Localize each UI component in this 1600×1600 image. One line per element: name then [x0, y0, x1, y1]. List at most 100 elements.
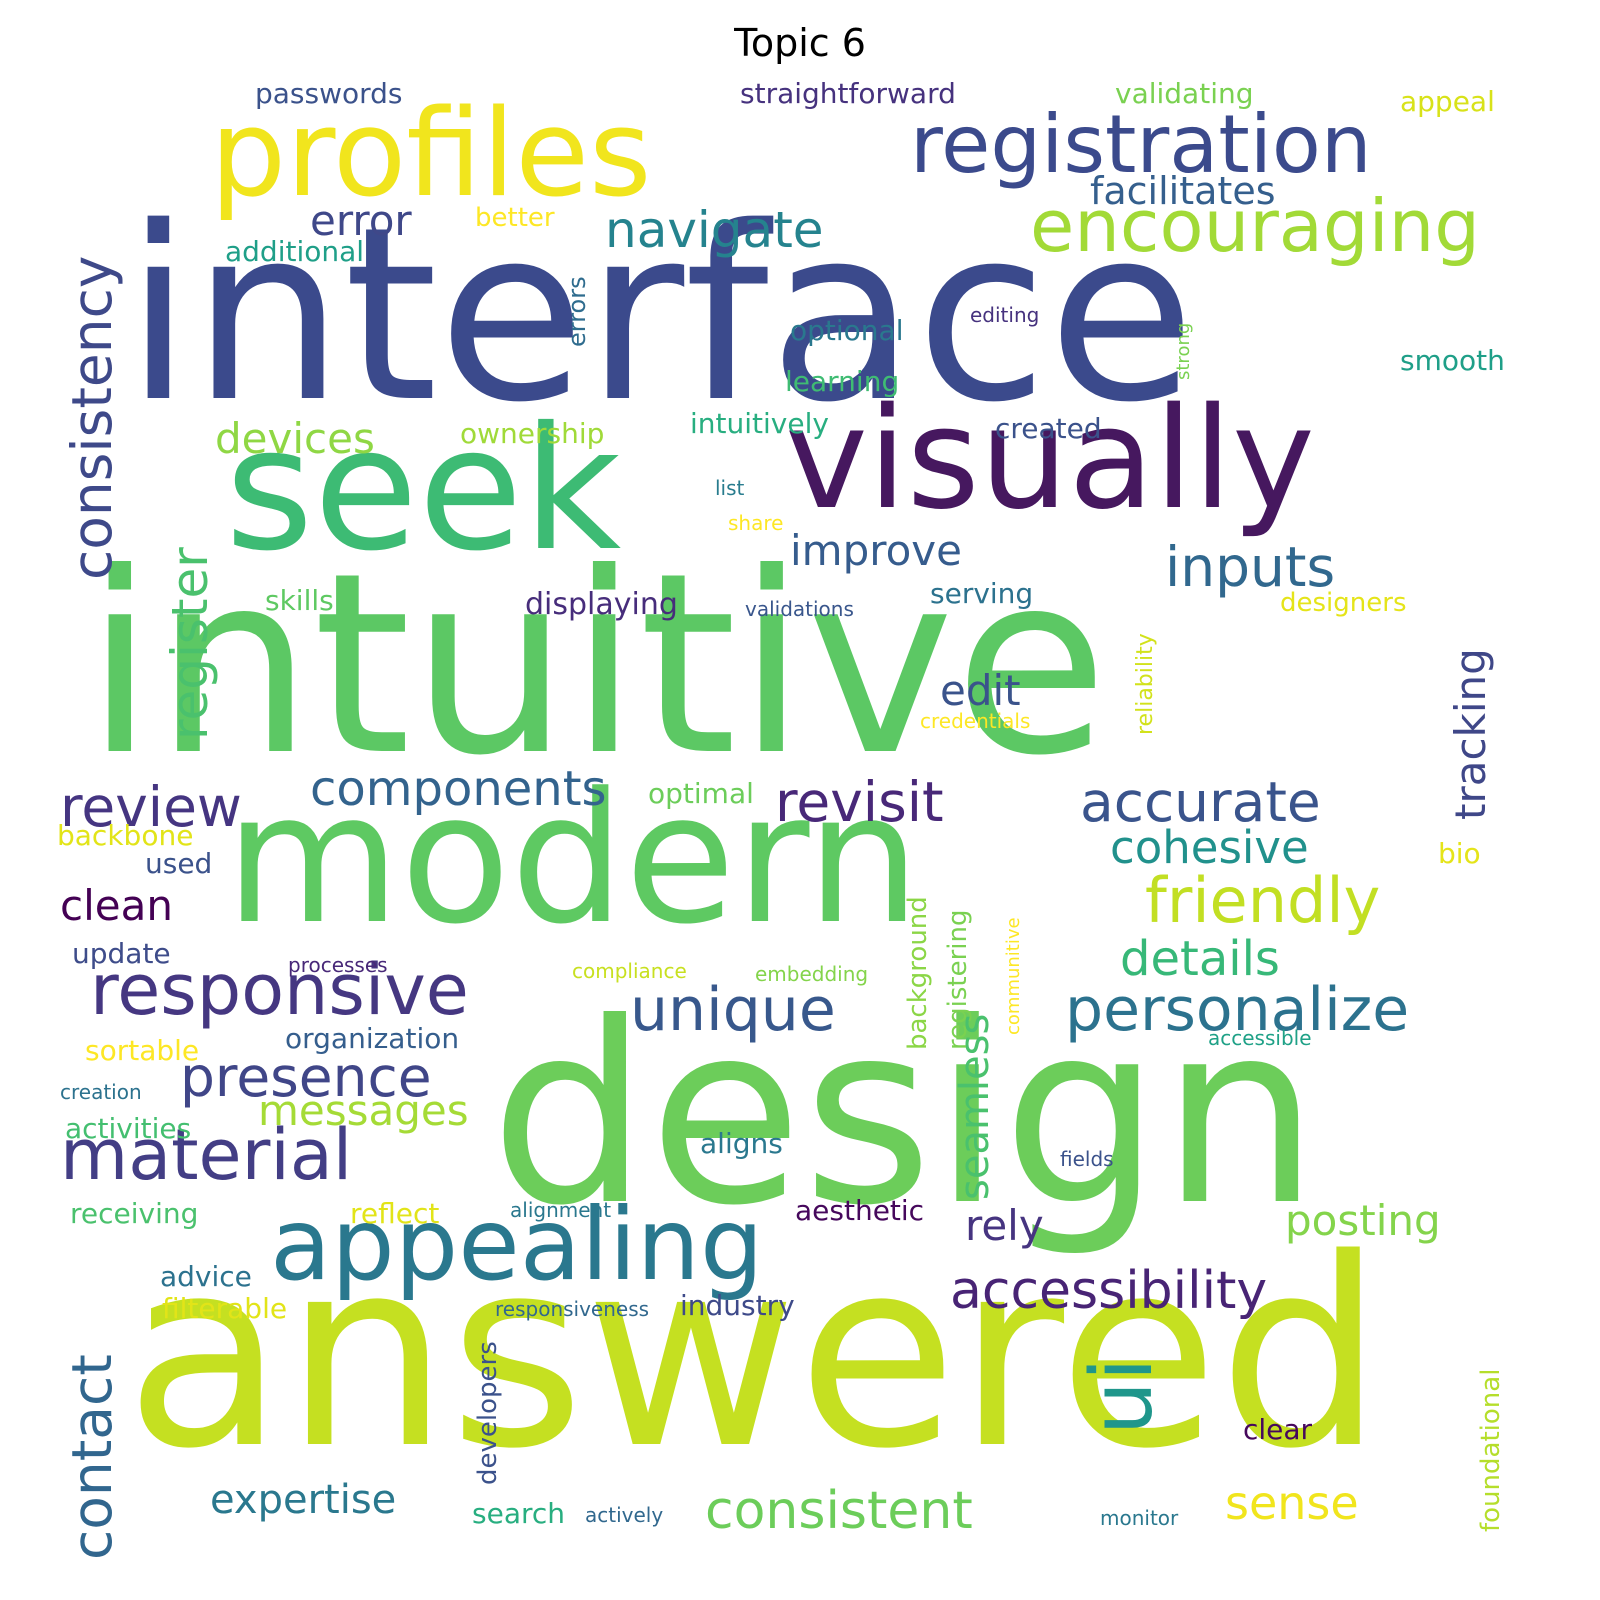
word-embedding: embedding: [755, 962, 869, 986]
word-responsiveness: responsiveness: [495, 1297, 650, 1321]
word-designers: designers: [1280, 588, 1407, 618]
word-appealing: appealing: [270, 1186, 764, 1303]
word-fields: fields: [1060, 1147, 1114, 1171]
word-monitor: monitor: [1100, 1506, 1179, 1530]
word-responsive: responsive: [90, 949, 469, 1031]
word-straightforward: straightforward: [740, 77, 956, 110]
word-aligns: aligns: [700, 1127, 783, 1160]
word-actively: actively: [585, 1503, 664, 1527]
word-organization: organization: [285, 1022, 460, 1055]
word-learning: learning: [785, 365, 900, 398]
word-compliance: compliance: [572, 959, 687, 983]
word-encouraging: encouraging: [1030, 184, 1480, 268]
word-expertise: expertise: [210, 1477, 397, 1523]
word-edit: edit: [940, 666, 1021, 715]
word-error: error: [310, 196, 412, 245]
word-clean: clean: [60, 881, 173, 930]
word-optimal: optimal: [648, 777, 754, 810]
word-processes: processes: [288, 953, 388, 977]
word-modern: modern: [225, 755, 921, 964]
word-better: better: [475, 203, 555, 233]
word-appeal: appeal: [1400, 85, 1495, 118]
word-components: components: [310, 761, 607, 817]
word-validating: validating: [1115, 77, 1254, 110]
word-review: review: [60, 775, 242, 839]
word-update: update: [72, 937, 171, 970]
word-serving: serving: [930, 577, 1034, 610]
word-bio: bio: [1438, 837, 1481, 870]
word-smooth: smooth: [1400, 344, 1505, 377]
word-validations: validations: [745, 597, 854, 621]
word-personalize: personalize: [1065, 975, 1410, 1045]
word-cohesive: cohesive: [1110, 821, 1309, 874]
word-accessibility: accessibility: [950, 1261, 1268, 1321]
word-visually: visually: [785, 378, 1315, 541]
word-design: design: [490, 969, 1320, 1260]
word-filterable: filterable: [162, 1292, 288, 1325]
word-accurate: accurate: [1080, 770, 1321, 834]
word-posting: posting: [1285, 1196, 1441, 1245]
word-consistent: consistent: [705, 1481, 973, 1541]
word-list: list: [715, 476, 745, 500]
word-clear: clear: [1243, 1413, 1313, 1446]
word-details: details: [1120, 931, 1280, 987]
word-skills: skills: [265, 584, 334, 617]
word-ownership: ownership: [460, 417, 605, 450]
word-profiles: profiles: [210, 85, 652, 224]
word-inputs: inputs: [1165, 535, 1336, 599]
word-material: material: [60, 1114, 353, 1196]
word-credentials: credentials: [920, 709, 1031, 733]
word-intuitive: intuitive: [85, 519, 1109, 810]
word-used: used: [145, 847, 213, 880]
word-unique: unique: [630, 975, 836, 1045]
word-editing: editing: [970, 303, 1040, 327]
word-friendly: friendly: [1145, 864, 1381, 937]
word-revisit: revisit: [775, 770, 944, 834]
word-intuitively: intuitively: [690, 407, 829, 440]
word-alignment: alignment: [510, 1198, 612, 1222]
word-presence: presence: [180, 1045, 432, 1109]
word-background: background: [903, 896, 933, 1050]
word-errors: errors: [563, 276, 591, 347]
word-contact: contact: [60, 1354, 124, 1560]
word-advice: advice: [160, 1260, 252, 1293]
word-improve: improve: [790, 526, 962, 575]
word-created: created: [995, 412, 1102, 445]
word-backbone: backbone: [57, 819, 194, 852]
word-foundational: foundational: [1476, 1368, 1506, 1532]
word-rely: rely: [965, 1201, 1044, 1250]
word-additional: additional: [225, 235, 365, 268]
word-developers: developers: [473, 1341, 503, 1485]
word-strong: strong: [1173, 322, 1194, 380]
word-reliability: reliability: [1133, 633, 1158, 735]
word-activities: activities: [65, 1112, 192, 1145]
word-messages: messages: [258, 1086, 469, 1135]
word-register: register: [161, 547, 219, 740]
word-registration: registration: [910, 98, 1372, 191]
word-navigate: navigate: [605, 201, 824, 259]
word-reflect: reflect: [350, 1197, 440, 1230]
word-ui: ui: [1073, 1357, 1172, 1436]
word-sortable: sortable: [85, 1034, 200, 1067]
word-tracking: tracking: [1446, 648, 1495, 820]
word-accessible: accessible: [1208, 1026, 1312, 1050]
word-communitive: communitive: [1003, 917, 1024, 1035]
word-aesthetic: aesthetic: [795, 1194, 925, 1227]
word-industry: industry: [680, 1289, 795, 1322]
word-passwords: passwords: [255, 77, 403, 110]
word-receiving: receiving: [70, 1197, 199, 1230]
word-creation: creation: [60, 1080, 142, 1104]
word-facilitates: facilitates: [1090, 169, 1276, 213]
word-interface: interface: [125, 175, 1196, 455]
word-devices: devices: [215, 414, 375, 463]
word-registering: registering: [943, 909, 973, 1050]
word-consistency: consistency: [60, 255, 124, 580]
word-displaying: displaying: [525, 587, 678, 622]
chart-title: Topic 6: [734, 21, 866, 65]
word-seek: seek: [225, 391, 622, 589]
word-share: share: [728, 511, 784, 535]
word-answered: answered: [125, 1204, 1384, 1506]
word-optional: optional: [790, 314, 904, 347]
word-search: search: [472, 1497, 566, 1530]
